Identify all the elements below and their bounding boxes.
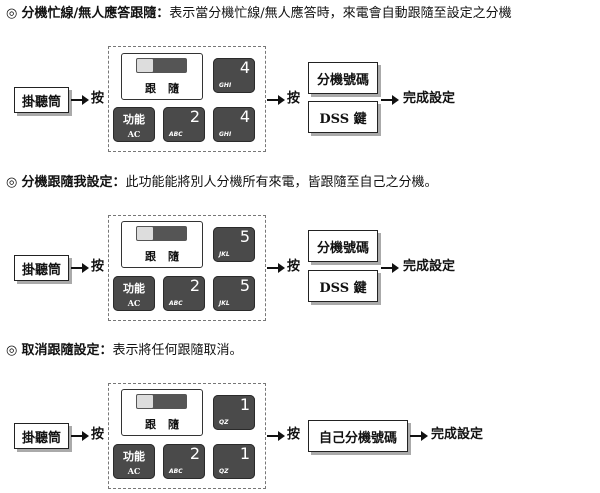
follow-display-key: 跟隨 bbox=[121, 53, 203, 100]
dial-key-mid: 2 ABC bbox=[163, 107, 205, 142]
section-description: 此功能能將別人分機所有來電，皆跟隨至自己之分機。 bbox=[125, 175, 438, 190]
result-label: 完成設定 bbox=[403, 259, 456, 274]
key-letters: GHI bbox=[219, 131, 232, 138]
section-title: 分機跟隨我設定： bbox=[21, 175, 126, 190]
display-label: 跟隨 bbox=[145, 418, 191, 431]
bullet-marker: ◎ bbox=[6, 6, 18, 21]
arrow-right-icon bbox=[267, 95, 285, 105]
press-label: 按 bbox=[91, 91, 105, 106]
dial-key-mid: 2 ABC bbox=[163, 444, 205, 479]
option-own-extension-number: 自己分機號碼 bbox=[308, 420, 408, 452]
key-sequence-group bbox=[108, 215, 266, 321]
section-heading: ◎ 分機跟隨我設定：此功能能將別人分機所有來電，皆跟隨至自己之分機。 bbox=[6, 175, 438, 191]
key-letters: QZ bbox=[219, 468, 229, 475]
arrow-right-icon bbox=[267, 431, 285, 441]
key-letters: QZ bbox=[219, 419, 229, 426]
start-box: 掛聽筒 bbox=[14, 255, 69, 281]
arrow-right-icon bbox=[71, 263, 89, 273]
dial-key-top: 1 QZ bbox=[213, 395, 255, 430]
key-letters: GHI bbox=[219, 82, 232, 89]
function-key-label: 功能 bbox=[123, 282, 145, 295]
arrow-right-icon bbox=[410, 431, 428, 441]
key-number: 2 bbox=[189, 444, 200, 463]
bullet-marker: ◎ bbox=[6, 343, 18, 358]
start-box: 掛聽筒 bbox=[14, 87, 69, 113]
key-letters: ABC bbox=[169, 131, 183, 138]
section-title: 分機忙線/無人應答跟隨： bbox=[21, 6, 170, 21]
key-number: 2 bbox=[189, 107, 200, 126]
function-key-sub: AC bbox=[127, 129, 141, 139]
key-number: 1 bbox=[239, 395, 250, 414]
result-label: 完成設定 bbox=[403, 91, 456, 106]
function-key: 功能 AC bbox=[113, 444, 155, 479]
key-letters: JKL bbox=[219, 300, 230, 307]
section-description: 表示當分機忙線/無人應答時，來電會自動跟隨至設定之分機 bbox=[169, 6, 512, 21]
option-extension-number: 分機號碼 bbox=[308, 62, 378, 94]
function-key-sub: AC bbox=[127, 466, 141, 476]
press-label: 按 bbox=[287, 427, 301, 442]
function-key-sub: AC bbox=[127, 298, 141, 308]
option-extension-number: 分機號碼 bbox=[308, 230, 378, 262]
key-number: 4 bbox=[239, 107, 250, 126]
section-heading: ◎ 取消跟隨設定：表示將任何跟隨取消。 bbox=[6, 343, 243, 359]
function-key: 功能 AC bbox=[113, 107, 155, 142]
arrow-right-icon bbox=[71, 95, 89, 105]
press-label: 按 bbox=[287, 259, 301, 274]
display-label: 跟隨 bbox=[145, 250, 191, 263]
follow-display-key: 跟隨 bbox=[121, 221, 203, 268]
key-letters: JKL bbox=[219, 251, 230, 258]
option-dss-key: DSS 鍵 bbox=[308, 101, 378, 133]
toggle-icon bbox=[136, 58, 187, 73]
key-number: 1 bbox=[239, 444, 250, 463]
key-letters: ABC bbox=[169, 468, 183, 475]
function-key-label: 功能 bbox=[123, 113, 145, 126]
key-letters: ABC bbox=[169, 300, 183, 307]
dial-key-right: 5 JKL bbox=[213, 276, 255, 311]
press-label: 按 bbox=[91, 259, 105, 274]
toggle-icon bbox=[136, 226, 187, 241]
arrow-right-icon bbox=[381, 95, 399, 105]
key-number: 4 bbox=[239, 58, 250, 77]
section-heading: ◎ 分機忙線/無人應答跟隨：表示當分機忙線/無人應答時，來電會自動跟隨至設定之分… bbox=[6, 6, 512, 22]
arrow-right-icon bbox=[71, 431, 89, 441]
key-number: 5 bbox=[239, 276, 250, 295]
function-key-label: 功能 bbox=[123, 450, 145, 463]
option-dss-key: DSS 鍵 bbox=[308, 270, 378, 302]
section-description: 表示將任何跟隨取消。 bbox=[112, 343, 243, 358]
dial-key-top: 4 GHI bbox=[213, 58, 255, 93]
key-number: 2 bbox=[189, 276, 200, 295]
dial-key-top: 5 JKL bbox=[213, 227, 255, 262]
section-title: 取消跟隨設定： bbox=[21, 343, 113, 358]
follow-display-key: 跟隨 bbox=[121, 389, 203, 436]
press-label: 按 bbox=[287, 91, 301, 106]
result-label: 完成設定 bbox=[431, 427, 484, 442]
press-label: 按 bbox=[91, 427, 105, 442]
toggle-icon bbox=[136, 394, 187, 409]
key-number: 5 bbox=[239, 227, 250, 246]
dial-key-right: 4 GHI bbox=[213, 107, 255, 142]
start-box: 掛聽筒 bbox=[14, 423, 69, 449]
function-key: 功能 AC bbox=[113, 276, 155, 311]
arrow-right-icon bbox=[267, 263, 285, 273]
dial-key-right: 1 QZ bbox=[213, 444, 255, 479]
bullet-marker: ◎ bbox=[6, 175, 18, 190]
arrow-right-icon bbox=[381, 263, 399, 273]
key-sequence-group bbox=[108, 383, 266, 489]
dial-key-mid: 2 ABC bbox=[163, 276, 205, 311]
display-label: 跟隨 bbox=[145, 82, 191, 95]
key-sequence-group bbox=[108, 46, 266, 152]
